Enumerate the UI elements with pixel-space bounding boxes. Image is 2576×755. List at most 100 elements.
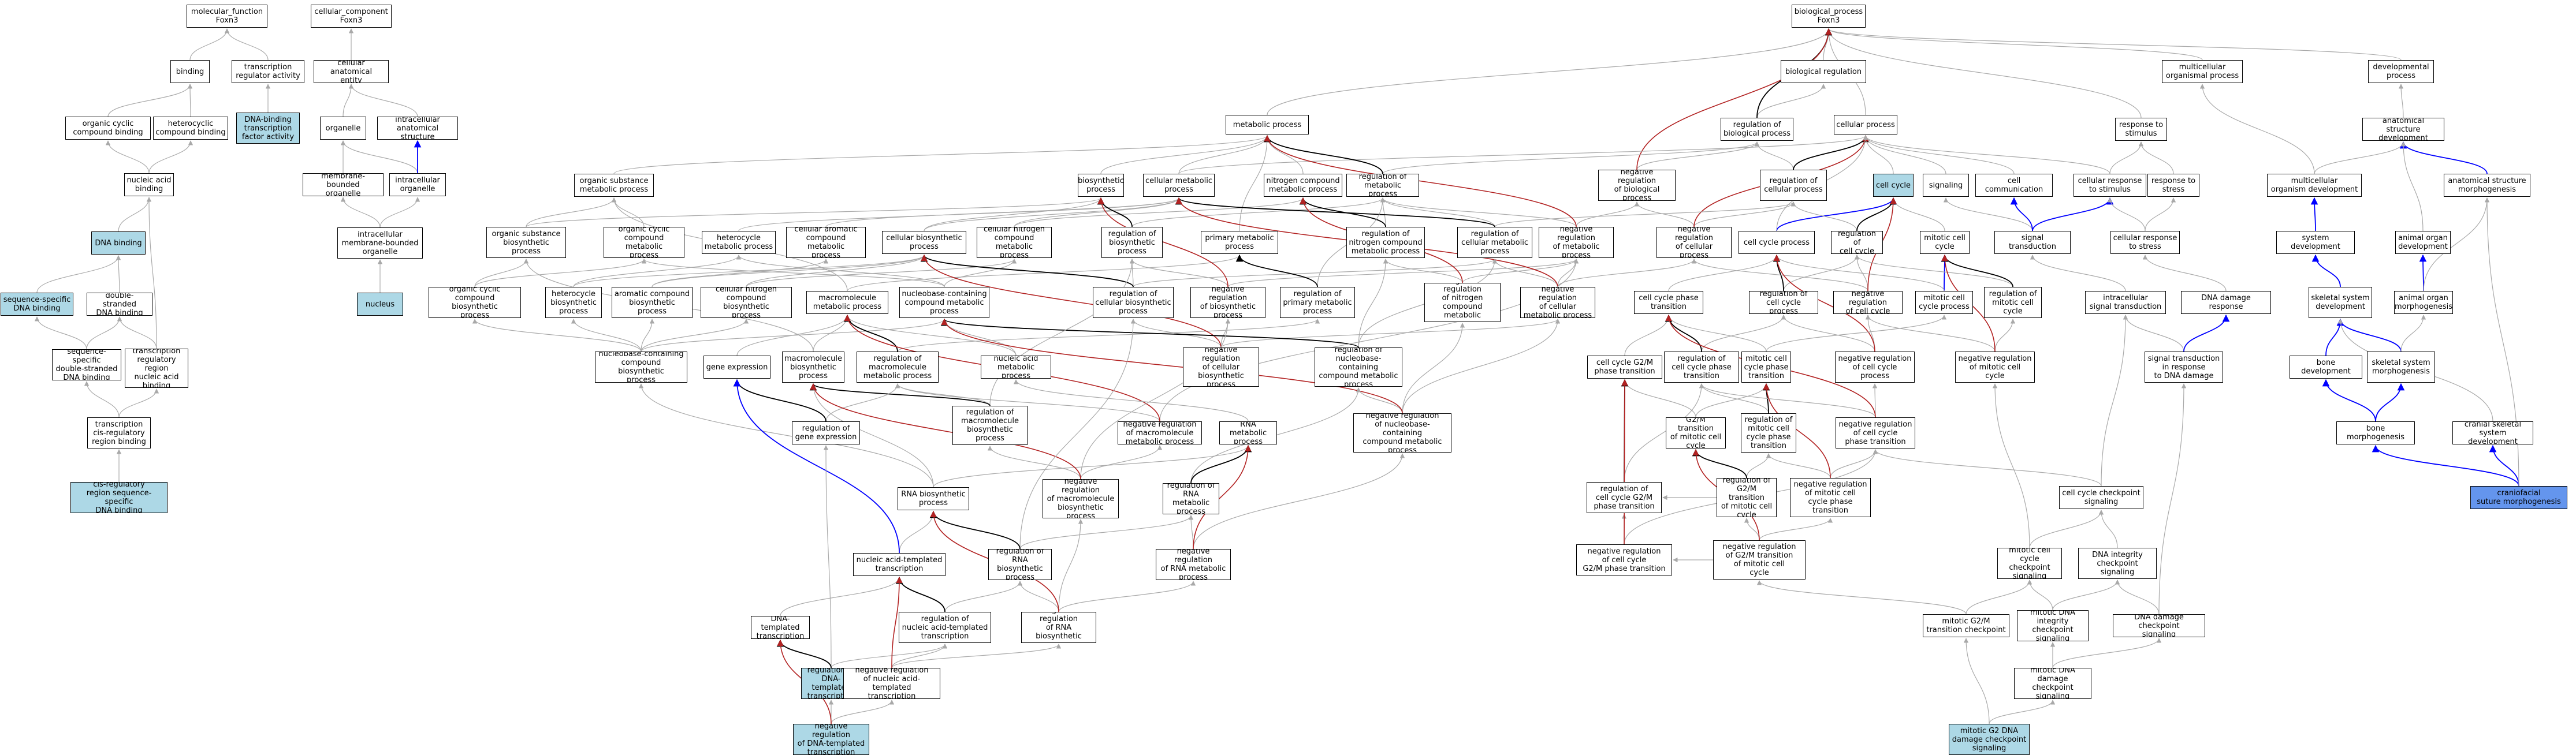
- go-term-negregmacromp[interactable]: negative regulation of macromolecule met…: [1118, 421, 1202, 444]
- go-term-nucleus[interactable]: nucleus: [357, 293, 403, 316]
- go-term-crtstress[interactable]: cellular response to stress: [2110, 231, 2180, 254]
- go-term-regprimmet[interactable]: regulation of primary metabolic process: [1280, 287, 1355, 318]
- go-term-organelle[interactable]: organelle: [320, 117, 366, 140]
- go-term-regmet[interactable]: regulation of metabolic process: [1346, 174, 1419, 197]
- go-term-stirdd[interactable]: signal transduction in response to DNA d…: [2145, 352, 2223, 383]
- go-term-mf[interactable]: molecular_function Foxn3: [187, 5, 267, 28]
- go-term-imbo[interactable]: intracellular membrane-bounded organelle: [337, 227, 423, 259]
- go-term-negregnatt[interactable]: negative regulation of nucleic acid-temp…: [843, 668, 940, 699]
- go-term-negreg_g2mtmcc[interactable]: negative regulation of G2/M transition o…: [1713, 540, 1806, 580]
- go-term-mcop[interactable]: multicellular organismal process: [2162, 60, 2243, 83]
- go-term-cccs[interactable]: cell cycle checkpoint signaling: [2059, 486, 2143, 509]
- go-term-cc[interactable]: cellular_component Foxn3: [311, 5, 392, 28]
- go-term-regnatt[interactable]: regulation of nucleic acid-templated tra…: [899, 612, 991, 643]
- go-term-trans_reg[interactable]: transcription regulator activity: [232, 60, 304, 83]
- go-term-negregcellmet[interactable]: negative regulation of cellular metaboli…: [1520, 287, 1595, 318]
- go-term-regcellp[interactable]: regulation of cellular process: [1760, 170, 1827, 201]
- go-term-cncmp[interactable]: cellular nitrogen compound metabolic pro…: [977, 227, 1052, 258]
- go-term-rtstress[interactable]: response to stress: [2147, 174, 2199, 197]
- go-term-rts[interactable]: response to stimulus: [2115, 118, 2167, 141]
- go-term-negregrnamp[interactable]: negative regulation of RNA metabolic pro…: [1156, 549, 1231, 580]
- go-term-negregccp[interactable]: negative regulation of cell cycle proces…: [1835, 352, 1915, 383]
- go-term-ssd[interactable]: skeletal system development: [2309, 287, 2372, 318]
- go-term-negregccg2m[interactable]: negative regulation of cell cycle G2/M p…: [1576, 544, 1672, 575]
- go-term-binding[interactable]: binding: [170, 60, 210, 83]
- go-term-regcellmet[interactable]: regulation of cellular metabolic process: [1457, 227, 1532, 258]
- go-term-ist[interactable]: intracellular signal transduction: [2085, 291, 2166, 314]
- go-term-cellcomm[interactable]: cell communication: [1975, 174, 2053, 197]
- go-term-io[interactable]: intracellular organelle: [389, 173, 446, 196]
- go-term-nbcmp[interactable]: nucleobase-containing compound metabolic…: [899, 287, 989, 318]
- go-term-macrobp[interactable]: macromolecule biosynthetic process: [782, 352, 844, 383]
- go-term-mitccpt[interactable]: mitotic cell cycle phase transition: [1741, 352, 1791, 383]
- go-term-mitccp[interactable]: mitotic cell cycle process: [1915, 291, 1973, 314]
- go-term-regrnamp[interactable]: regulation of RNA metabolic process: [1163, 483, 1219, 514]
- go-term-negregmitcc[interactable]: negative regulation of mitotic cell cycl…: [1955, 352, 2035, 383]
- go-term-mbo[interactable]: membrane-bounded organelle: [303, 173, 384, 196]
- go-term-regcc[interactable]: regulation of cell cycle: [1831, 231, 1883, 254]
- go-term-hbp[interactable]: heterocycle biosynthetic process: [545, 287, 602, 318]
- go-term-osmp[interactable]: organic substance metabolic process: [574, 174, 654, 197]
- go-term-negregncmp[interactable]: negative regulation of nitrogen compound…: [1424, 283, 1501, 322]
- go-term-regnbcmp[interactable]: regulation of nucleobase-containing comp…: [1315, 347, 1402, 387]
- go-term-ncmp[interactable]: nitrogen compound metabolic process: [1264, 174, 1342, 197]
- go-term-crrssdb[interactable]: cis-regulatory region sequence-specific …: [70, 482, 167, 513]
- go-term-dnadr[interactable]: DNA damage response: [2181, 291, 2271, 314]
- go-term-mcod[interactable]: multicellular organism development: [2267, 174, 2362, 197]
- go-term-negregcc[interactable]: negative regulation of cell cycle: [1833, 291, 1903, 314]
- go-term-bp[interactable]: biological_process Foxn3: [1792, 5, 1866, 28]
- go-term-primmet[interactable]: primary metabolic process: [1201, 231, 1278, 254]
- go-term-occb[interactable]: organic cyclic compound binding: [65, 117, 151, 140]
- go-term-nab[interactable]: nucleic acid binding: [124, 173, 174, 196]
- go-term-mitcc[interactable]: mitotic cell cycle: [1920, 231, 1970, 254]
- go-term-dnatt[interactable]: DNA-templated transcription: [751, 616, 810, 639]
- go-term-biosyn[interactable]: biosynthetic process: [1078, 174, 1124, 197]
- go-term-cbp[interactable]: cellular biosynthetic process: [882, 231, 966, 254]
- go-term-dsdb[interactable]: double-stranded DNA binding: [87, 293, 152, 316]
- go-term-regmitcc[interactable]: regulation of mitotic cell cycle: [1984, 287, 2042, 318]
- go-term-occmp[interactable]: organic cyclic compound metabolic proces…: [604, 227, 684, 258]
- go-term-regccg2m[interactable]: regulation of cell cycle G2/M phase tran…: [1587, 482, 1662, 513]
- go-term-aom[interactable]: animal organ morphogenesis: [2394, 291, 2453, 314]
- go-term-crts[interactable]: cellular response to stimulus: [2074, 174, 2146, 197]
- go-term-occbp[interactable]: organic cyclic compound biosynthetic pro…: [429, 287, 521, 318]
- go-term-namp[interactable]: nucleic acid metabolic process: [981, 356, 1051, 379]
- go-term-trrnab[interactable]: transcription regulatory region nucleic …: [125, 349, 188, 388]
- go-term-g2mtmcc[interactable]: G2/M transition of mitotic cell cycle: [1666, 417, 1726, 448]
- go-term-negregmacrobp[interactable]: negative regulation of macromolecule bio…: [1043, 479, 1119, 518]
- go-term-metab[interactable]: metabolic process: [1226, 115, 1309, 134]
- go-term-negregcellp[interactable]: negative regulation of cellular process: [1656, 227, 1732, 258]
- go-term-cellcycle[interactable]: cell cycle: [1873, 174, 1914, 197]
- go-term-bonemorph[interactable]: bone morphogenesis: [2336, 421, 2415, 444]
- go-term-cellp[interactable]: cellular process: [1834, 115, 1897, 134]
- go-term-ccg2m[interactable]: cell cycle G2/M phase transition: [1587, 356, 1662, 379]
- go-term-reg_g2mtmcc[interactable]: regulation of G2/M transition of mitotic…: [1717, 478, 1777, 517]
- go-term-dbtfa[interactable]: DNA-binding transcription factor activit…: [236, 113, 300, 144]
- go-term-osbp[interactable]: organic substance biosynthetic process: [486, 227, 566, 258]
- go-term-nbcbp[interactable]: nucleobase-containing compound biosynthe…: [595, 352, 687, 383]
- go-term-regmacromp[interactable]: regulation of macromolecule metabolic pr…: [857, 352, 939, 383]
- go-term-mdnaics[interactable]: mitotic DNA integrity checkpoint signali…: [2017, 610, 2089, 641]
- go-term-asm[interactable]: anatomical structure morphogenesis: [2444, 174, 2530, 197]
- go-term-negregmet[interactable]: negative regulation of metabolic process: [1539, 227, 1614, 258]
- go-term-regbp[interactable]: regulation of biological process: [1721, 118, 1793, 141]
- go-term-mdnadcs[interactable]: mitotic DNA damage checkpoint signaling: [2014, 668, 2091, 699]
- go-term-macromp[interactable]: macromolecule metabolic process: [806, 291, 888, 314]
- go-term-dnaics[interactable]: DNA integrity checkpoint signaling: [2078, 548, 2157, 579]
- go-term-dnadcs[interactable]: DNA damage checkpoint signaling: [2113, 614, 2205, 637]
- go-term-negregcellbiosyn[interactable]: negative regulation of cellular biosynth…: [1183, 347, 1259, 387]
- go-term-hcb[interactable]: heterocyclic compound binding: [153, 117, 228, 140]
- go-term-negregbp[interactable]: negative regulation of biological proces…: [1598, 170, 1676, 201]
- go-term-bioreg[interactable]: biological regulation: [1781, 60, 1866, 83]
- go-term-cacmp[interactable]: cellular aromatic compound metabolic pro…: [786, 227, 866, 258]
- go-term-sigtrans[interactable]: signal transduction: [1994, 231, 2071, 254]
- go-term-ias[interactable]: intracellular anatomical structure: [377, 117, 458, 140]
- go-term-regbiosyn[interactable]: regulation of biosynthetic process: [1101, 227, 1163, 258]
- go-term-acbp[interactable]: aromatic compound biosynthetic process: [612, 287, 693, 318]
- go-term-ssdb[interactable]: sequence-specific DNA binding: [1, 293, 73, 316]
- go-term-natt[interactable]: nucleic acid-templated transcription: [853, 553, 945, 576]
- go-term-mg2dnadcs[interactable]: mitotic G2 DNA damage checkpoint signali…: [1949, 724, 2030, 755]
- go-term-ccp[interactable]: cell cycle process: [1739, 231, 1815, 254]
- go-term-csm[interactable]: craniofacial suture morphogenesis: [2470, 486, 2567, 509]
- go-term-ccpt[interactable]: cell cycle phase transition: [1634, 291, 1703, 314]
